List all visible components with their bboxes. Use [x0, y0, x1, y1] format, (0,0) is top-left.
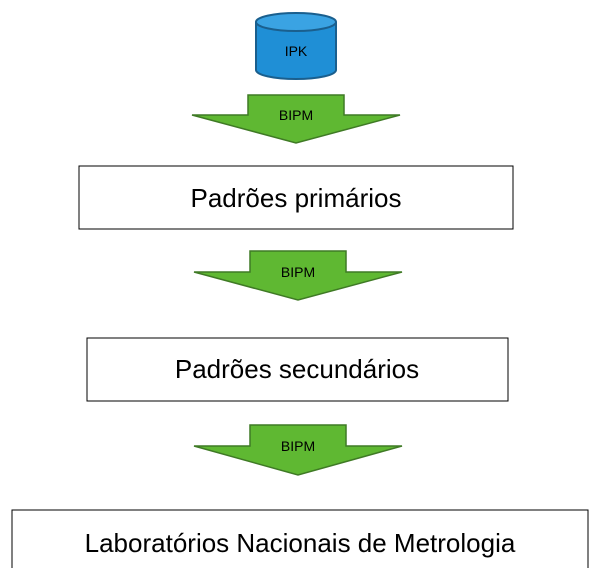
- box-rect: [11, 509, 589, 568]
- arrow-label: BIPM: [281, 264, 315, 280]
- arrow-shape: [191, 94, 401, 144]
- box-label: Padrões primários: [191, 183, 402, 213]
- box-rect: [86, 337, 509, 402]
- ipk-cylinder: IPK: [255, 12, 337, 80]
- cylinder-label: IPK: [285, 43, 308, 59]
- box-label: Padrões secundários: [175, 354, 419, 384]
- arrow-3: BIPM: [193, 424, 403, 476]
- box-padroes-secundarios: Padrões secundários: [86, 337, 509, 402]
- box-laboratorios: Laboratórios Nacionais de Metrologia: [11, 509, 589, 568]
- box-padroes-primarios: Padrões primários: [78, 165, 514, 230]
- box-label: Laboratórios Nacionais de Metrologia: [85, 528, 516, 558]
- arrow-label: BIPM: [279, 107, 313, 123]
- arrow-2: BIPM: [193, 250, 403, 301]
- arrow-1: BIPM: [191, 94, 401, 144]
- arrow-label: BIPM: [281, 438, 315, 454]
- arrow-shape: [193, 250, 403, 301]
- arrow-shape: [193, 424, 403, 476]
- cylinder-body: [255, 22, 337, 80]
- cylinder-top: [255, 12, 337, 32]
- box-rect: [78, 165, 514, 230]
